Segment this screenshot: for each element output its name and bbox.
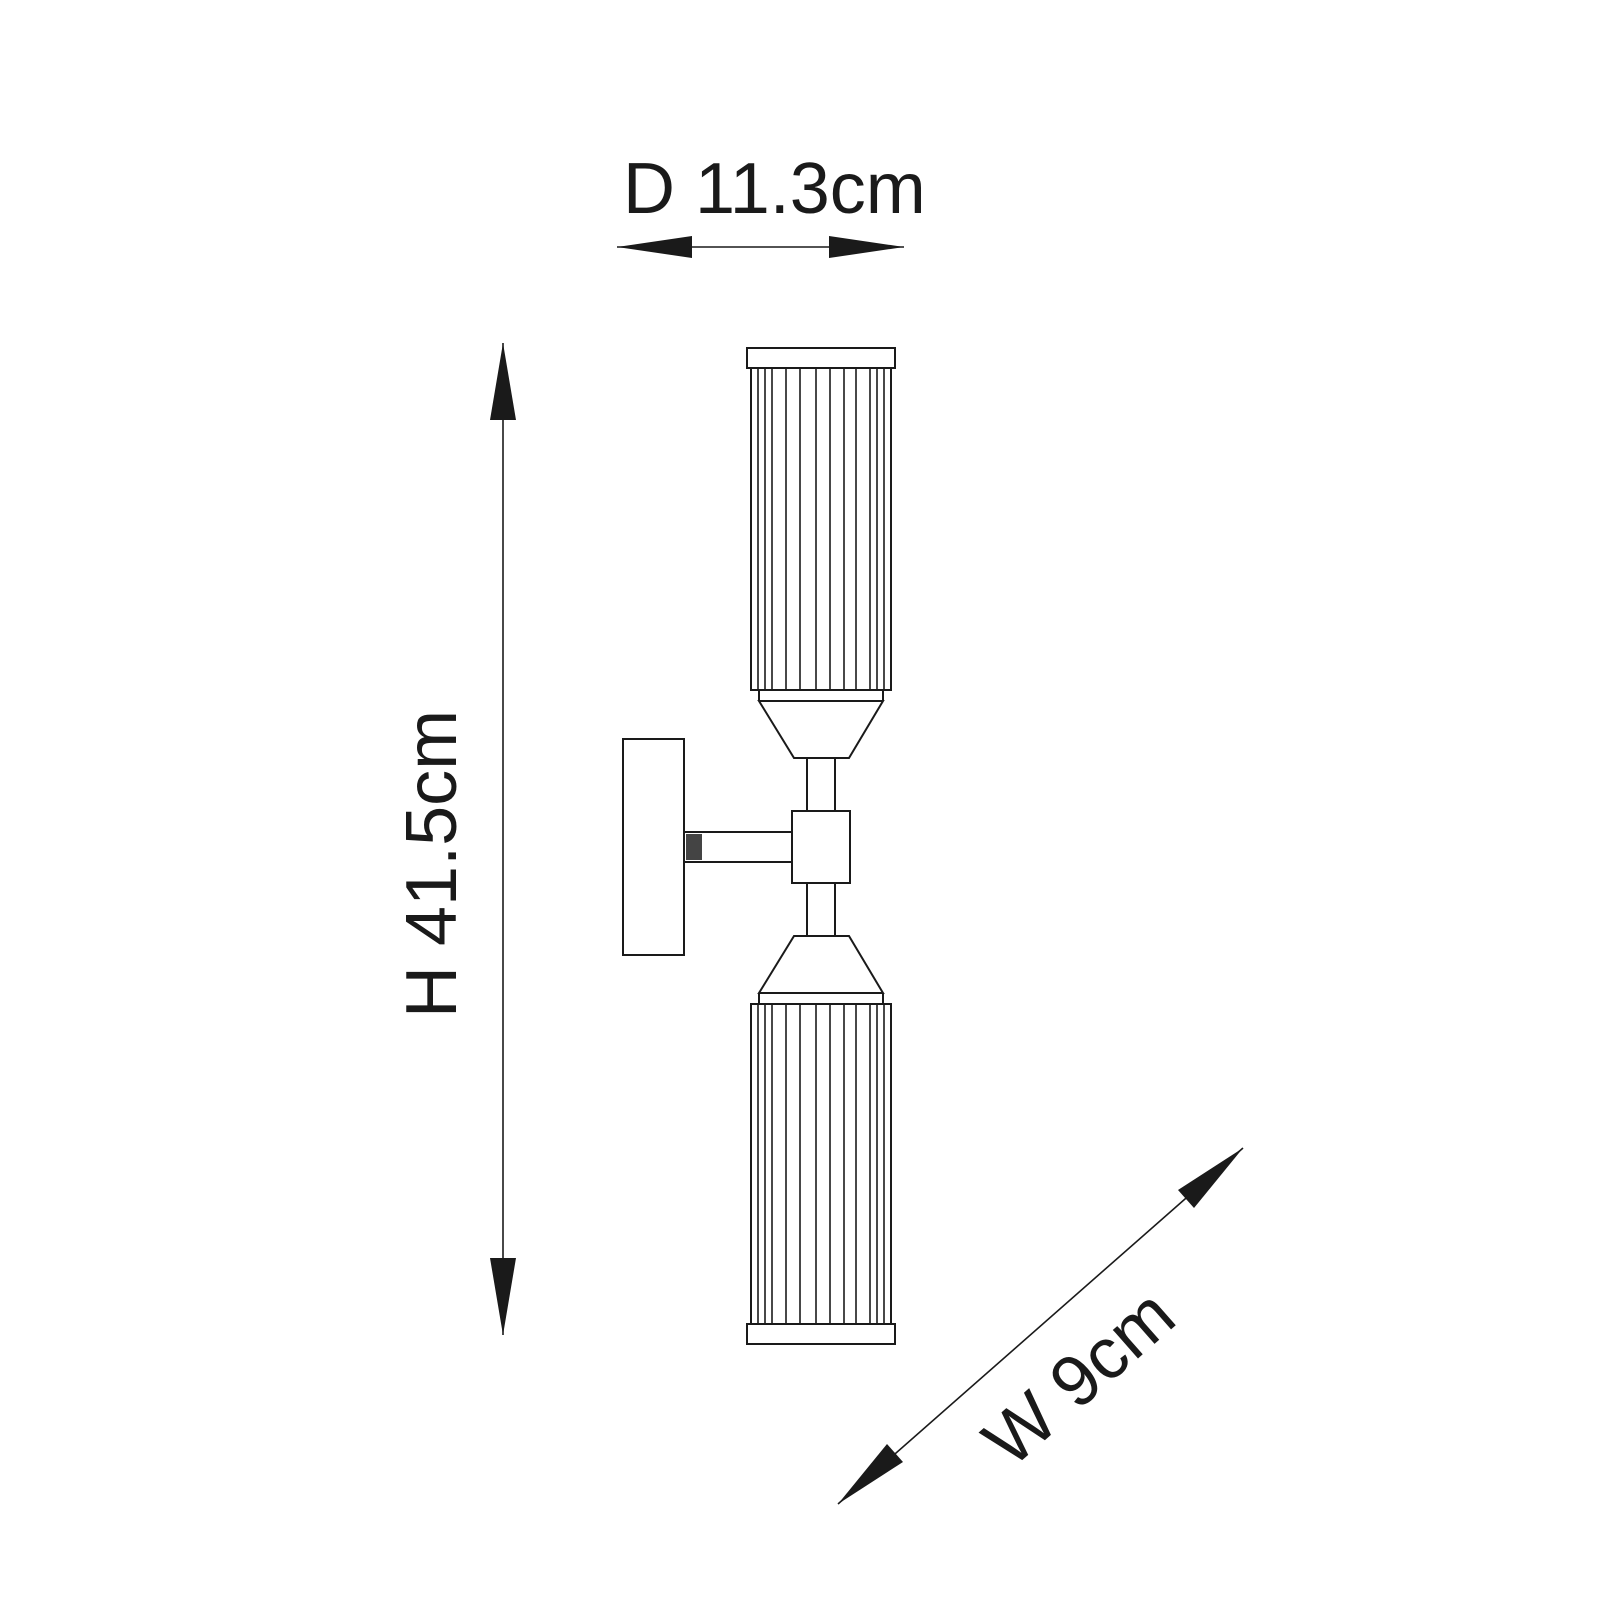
width-arrow-top-icon (1178, 1148, 1243, 1208)
lower-shade-cap (746, 1323, 896, 1345)
center-connector (791, 810, 851, 884)
lower-shade-ribs (757, 1004, 885, 1324)
width-dimension-line (837, 1147, 1244, 1505)
depth-arrow-right-icon (829, 236, 904, 258)
upper-shade-cap (746, 347, 896, 369)
upper-stem (806, 757, 836, 812)
depth-label: D 11.3cm (623, 149, 926, 229)
arm-shadow (686, 834, 702, 860)
wall-backplate (622, 738, 685, 956)
upper-cone (757, 700, 885, 759)
width-arrow-bottom-icon (838, 1444, 903, 1504)
height-arrow-bottom-icon (490, 1258, 516, 1335)
upper-shade-ribs (757, 368, 885, 690)
height-arrow-top-icon (490, 343, 516, 420)
height-dimension: H 41.5cm (392, 343, 516, 1335)
depth-dimension: D 11.3cm (617, 149, 926, 258)
upper-shade (750, 367, 892, 691)
width-label: W 9cm (969, 1274, 1190, 1482)
width-dimension: W 9cm (837, 1147, 1244, 1505)
height-label: H 41.5cm (392, 710, 472, 1018)
depth-arrow-left-icon (617, 236, 692, 258)
wall-light-drawing (622, 347, 896, 1345)
lower-stem (806, 882, 836, 937)
lower-cone (757, 935, 885, 994)
